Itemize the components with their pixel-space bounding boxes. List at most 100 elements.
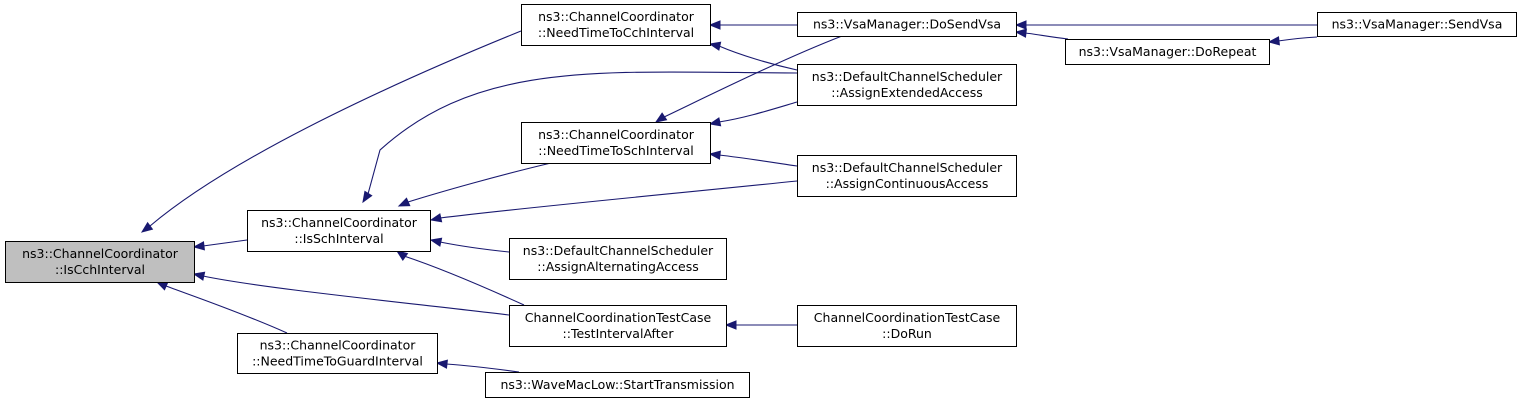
- edge-line: [439, 241, 510, 253]
- edge-line: [407, 162, 552, 203]
- edge-line: [445, 363, 520, 373]
- arrowhead-icon: [654, 112, 668, 123]
- node-guard[interactable]: ns3::ChannelCoordinator::NeedTimeToGuard…: [237, 333, 438, 374]
- node-box: [509, 305, 727, 347]
- edge-sendvsa-to-dosendvsa: [1014, 20, 1317, 30]
- node-box: [797, 12, 1017, 37]
- node-label: ns3::ChannelCoordinator: [538, 127, 695, 142]
- edge-testafter-to-iscch: [192, 271, 510, 316]
- node-needsch[interactable]: ns3::ChannelCoordinator::NeedTimeToSchIn…: [521, 122, 711, 164]
- arrowhead-icon: [1267, 36, 1280, 46]
- node-box: [1065, 39, 1270, 65]
- edge-sendvsa-to-dorepeat: [1267, 36, 1318, 46]
- node-alternating[interactable]: ns3::DefaultChannelScheduler::AssignAlte…: [509, 238, 727, 280]
- edge-extended-to-needcch: [708, 41, 798, 71]
- edge-line: [718, 154, 798, 167]
- arrowhead-icon: [708, 150, 721, 160]
- node-label: ::AssignContinuousAccess: [826, 176, 989, 191]
- node-label: ::NeedTimeToSchInterval: [538, 143, 693, 158]
- edge-line: [718, 45, 798, 71]
- edge-extended-to-needsch: [708, 101, 798, 127]
- edge-line: [1024, 32, 1069, 40]
- node-label: ::DoRun: [882, 326, 932, 341]
- edge-line: [718, 101, 798, 123]
- node-label: ::NeedTimeToGuardInterval: [252, 354, 423, 369]
- edge-line: [202, 275, 510, 316]
- node-continuous[interactable]: ns3::DefaultChannelScheduler::AssignCont…: [797, 155, 1017, 197]
- node-issch[interactable]: ns3::ChannelCoordinator::IsSchInterval: [247, 210, 431, 252]
- node-dorepeat[interactable]: ns3::VsaManager::DoRepeat: [1065, 39, 1270, 65]
- edge-line: [1277, 36, 1318, 42]
- edge-line: [202, 239, 248, 247]
- arrowhead-icon: [1014, 20, 1027, 30]
- node-label: ns3::DefaultChannelScheduler: [523, 243, 714, 258]
- node-box: [247, 210, 431, 252]
- node-label: ns3::ChannelCoordinator: [538, 9, 695, 24]
- edge-line: [661, 35, 843, 119]
- edge-line: [403, 255, 525, 306]
- arrowhead-icon: [724, 320, 737, 330]
- node-label: ns3::DefaultChannelScheduler: [812, 69, 1003, 84]
- node-dorun[interactable]: ChannelCoordinationTestCase::DoRun: [797, 305, 1017, 347]
- arrowhead-icon: [1014, 28, 1027, 38]
- node-label: ns3::ChannelCoordinator: [260, 338, 417, 353]
- edge-line-end: [403, 255, 406, 258]
- node-label: ::AssignAlternatingAccess: [537, 259, 698, 274]
- node-box: [485, 372, 750, 398]
- node-box: [521, 122, 711, 164]
- edge-continuous-to-needsch: [708, 150, 798, 167]
- node-label: ns3::VsaManager::DoRepeat: [1079, 44, 1257, 59]
- node-label: ns3::ChannelCoordinator: [261, 215, 418, 230]
- edge-line: [439, 180, 798, 219]
- node-dosendvsa[interactable]: ns3::VsaManager::DoSendVsa: [797, 12, 1017, 37]
- node-iscch[interactable]: ns3::ChannelCoordinator::IsCchInterval: [5, 241, 195, 283]
- node-extended[interactable]: ns3::DefaultChannelScheduler::AssignExte…: [797, 64, 1017, 106]
- node-box: [509, 238, 727, 280]
- edge-guard-to-iscch: [155, 281, 288, 334]
- node-box: [797, 64, 1017, 106]
- edge-starttx-to-guard: [435, 359, 520, 373]
- node-label: ::AssignExtendedAccess: [831, 85, 983, 100]
- node-label: ChannelCoordinationTestCase: [525, 310, 712, 325]
- edge-needsch-to-issch: [397, 162, 552, 207]
- node-box: [1317, 12, 1517, 37]
- node-starttx[interactable]: ns3::WaveMacLow::StartTransmission: [485, 372, 750, 398]
- node-testafter[interactable]: ChannelCoordinationTestCase::TestInterva…: [509, 305, 727, 347]
- edge-extended-to-issch: [362, 71, 798, 204]
- edge-line-end: [661, 115, 665, 119]
- node-label: ns3::WaveMacLow::StartTransmission: [500, 377, 734, 392]
- node-box: [521, 4, 711, 46]
- arrowhead-icon: [362, 190, 373, 204]
- node-label: ::IsSchInterval: [294, 231, 383, 246]
- node-needcch[interactable]: ns3::ChannelCoordinator::NeedTimeToCchIn…: [521, 4, 711, 46]
- arrowhead-icon: [435, 359, 448, 369]
- node-box: [5, 241, 195, 283]
- edge-issch-to-iscch: [192, 239, 248, 251]
- node-label: ns3::ChannelCoordinator: [22, 246, 179, 261]
- edge-alternating-to-issch: [429, 237, 510, 253]
- graph-nodes: ns3::ChannelCoordinator::IsCchIntervalns…: [5, 4, 1517, 398]
- node-label: ::NeedTimeToCchInterval: [538, 25, 694, 40]
- node-box: [237, 333, 438, 374]
- node-label: ns3::VsaManager::SendVsa: [1332, 17, 1503, 32]
- edge-dosendvsa-to-needcch: [708, 20, 797, 30]
- arrowhead-icon: [192, 241, 205, 251]
- node-box: [797, 305, 1017, 347]
- graph-edges: [140, 20, 1318, 373]
- edge-dorun-to-testafter: [724, 320, 798, 330]
- node-label: ns3::DefaultChannelScheduler: [812, 160, 1003, 175]
- edge-line: [367, 71, 798, 195]
- edge-dorepeat-to-dosendvsa: [1014, 28, 1069, 40]
- edge-line: [149, 30, 522, 227]
- edge-line: [165, 285, 288, 334]
- edge-continuous-to-issch: [429, 180, 798, 223]
- node-box: [797, 155, 1017, 197]
- edge-dosendvsa-to-needsch: [654, 35, 843, 123]
- arrowhead-icon: [140, 221, 154, 233]
- edge-testafter-to-issch: [395, 250, 525, 306]
- node-label: ChannelCoordinationTestCase: [814, 310, 1001, 325]
- arrowhead-icon: [708, 20, 721, 30]
- node-sendvsa[interactable]: ns3::VsaManager::SendVsa: [1317, 12, 1517, 37]
- node-label: ::TestIntervalAfter: [563, 326, 675, 341]
